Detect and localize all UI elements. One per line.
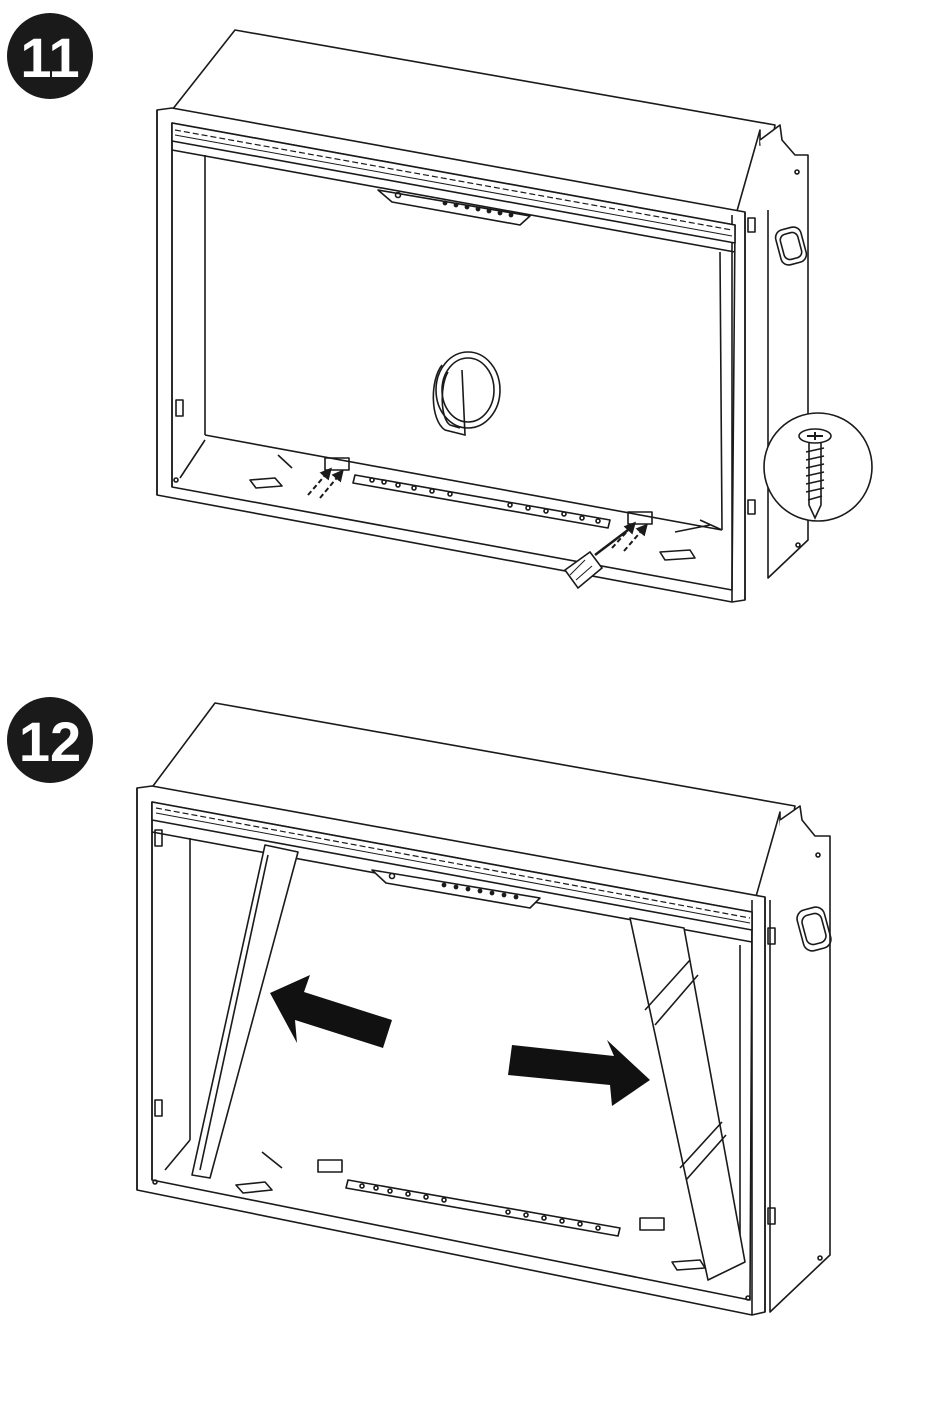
step-number-12: 12 [19, 710, 81, 773]
fireplace-insert-diagram [157, 30, 808, 602]
step-badge-11: 11 [7, 13, 93, 99]
screw-detail-icon [764, 413, 872, 521]
step-number-11: 11 [20, 26, 79, 89]
step-11: 11 [7, 13, 872, 602]
step-12: 12 [7, 697, 833, 1315]
step-badge-12: 12 [7, 697, 93, 783]
